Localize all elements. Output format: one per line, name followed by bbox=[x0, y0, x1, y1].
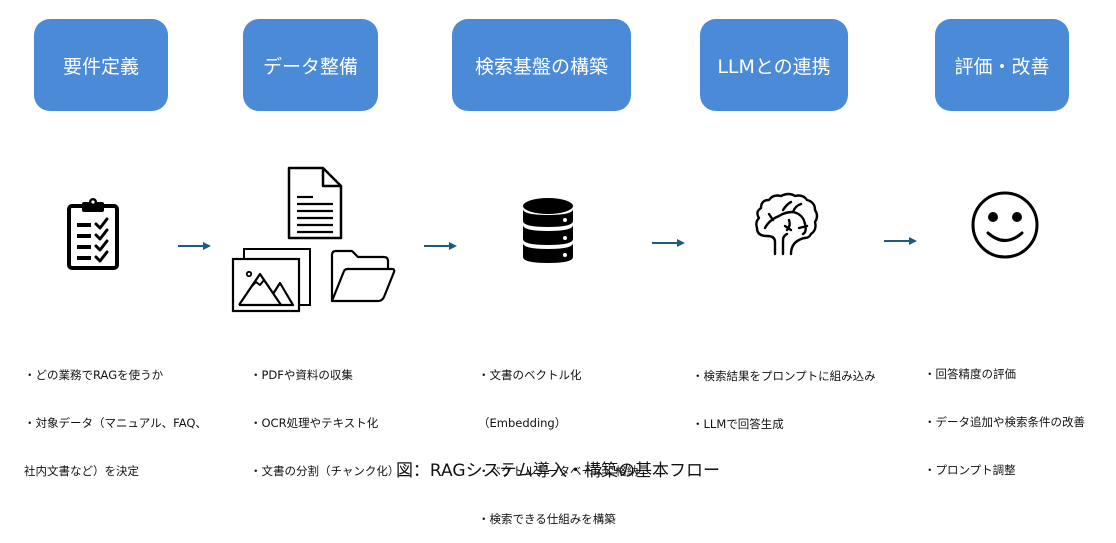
step-title: 評価・改善 bbox=[954, 55, 1050, 78]
description-line: ・PDFや資料の収集 bbox=[250, 368, 353, 382]
step-description-evaluation: ・回答精度の評価 ・データ追加や検索条件の改善 ・プロンプト調整 bbox=[924, 334, 1085, 494]
figure-caption: 図：RAGシステム導入・構築の基本フロー bbox=[395, 461, 721, 481]
step-description-llm-integration: ・検索結果をプロンプトに組み込み ・LLMで回答生成 bbox=[692, 336, 876, 448]
description-line: ・どの業務でRAGを使うか bbox=[24, 368, 164, 382]
document-icon bbox=[287, 166, 343, 240]
arrow-right-icon bbox=[424, 242, 457, 250]
smiley-face-icon bbox=[971, 191, 1039, 259]
description-line: ・文書のベクトル化 bbox=[478, 368, 582, 382]
description-line: 社内文書など）を決定 bbox=[24, 464, 139, 478]
description-line: ・OCR処理やテキスト化 bbox=[250, 416, 379, 430]
step-box-requirements: 要件定義 bbox=[34, 19, 168, 111]
arrow-right-icon bbox=[884, 237, 917, 245]
database-icon bbox=[523, 198, 573, 263]
brain-icon bbox=[755, 192, 819, 256]
folder-open-icon bbox=[330, 249, 396, 303]
step-title: 検索基盤の構築 bbox=[474, 55, 608, 78]
step-title: LLMとの連携 bbox=[717, 55, 831, 78]
step-box-llm-integration: LLMとの連携 bbox=[700, 19, 848, 111]
arrow-right-icon bbox=[178, 242, 211, 250]
image-stack-icon bbox=[231, 248, 311, 313]
description-line: ・LLMで回答生成 bbox=[692, 417, 784, 431]
description-line: ・プロンプト調整 bbox=[924, 463, 1016, 477]
description-line: ・検索できる仕組みを構築 bbox=[478, 512, 616, 526]
clipboard-checklist-icon bbox=[67, 198, 119, 270]
step-description-search-infrastructure: ・文書のベクトル化 （Embedding） ・ベクトルデータベースに格納 ・検索… bbox=[478, 335, 638, 543]
step-description-data-preparation: ・PDFや資料の収集 ・OCR処理やテキスト化 ・文書の分割（チャンク化） bbox=[250, 335, 399, 495]
step-description-requirements: ・どの業務でRAGを使うか ・対象データ（マニュアル、FAQ、 社内文書など）を… bbox=[24, 335, 207, 495]
arrow-right-icon bbox=[652, 239, 685, 247]
description-line: ・対象データ（マニュアル、FAQ、 bbox=[24, 416, 207, 430]
description-line: ・文書の分割（チャンク化） bbox=[250, 464, 400, 478]
description-line: ・データ追加や検索条件の改善 bbox=[924, 415, 1085, 429]
description-line: ・ベクトルデータベースに格納 bbox=[478, 464, 639, 478]
step-title: データ整備 bbox=[262, 55, 358, 78]
step-title: 要件定義 bbox=[62, 55, 139, 78]
step-box-data-preparation: データ整備 bbox=[243, 19, 378, 111]
step-box-search-infrastructure: 検索基盤の構築 bbox=[452, 19, 631, 111]
description-line: （Embedding） bbox=[478, 416, 567, 430]
step-box-evaluation: 評価・改善 bbox=[935, 19, 1069, 111]
description-line: ・回答精度の評価 bbox=[924, 367, 1016, 381]
description-line: ・検索結果をプロンプトに組み込み bbox=[692, 369, 876, 383]
